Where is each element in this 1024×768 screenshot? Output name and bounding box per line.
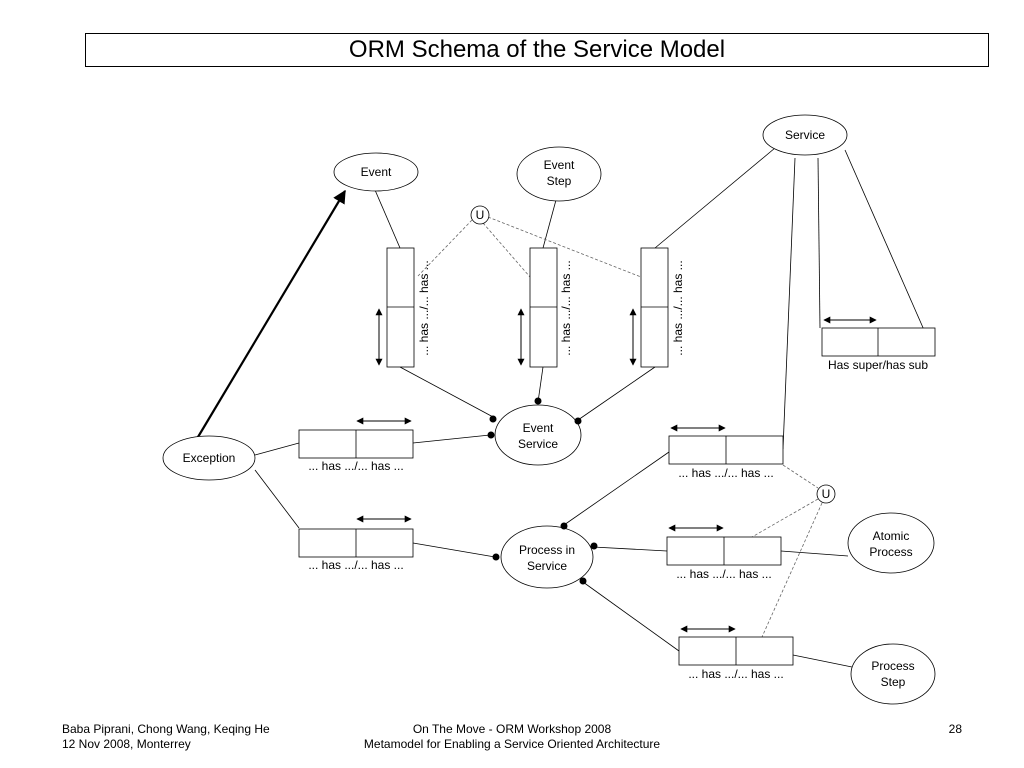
footer-authors: Baba Piprani, Chong Wang, Keqing He [62, 722, 270, 736]
connector-eventstep-fact-service [537, 366, 544, 403]
fact-exception-process-in-service-label: ... has .../... has ... [308, 558, 403, 572]
connector-atomic-fact-entity [780, 550, 849, 557]
fact-service-super-sub[interactable] [821, 327, 936, 357]
fact-service-label: ... has .../... has ... [671, 260, 685, 355]
entity-event[interactable] [333, 152, 419, 192]
label-process-step-1: Process [871, 659, 914, 673]
fact-service-process-label: ... has .../... has ... [678, 466, 773, 480]
mandatory-dot-eventservice-1 [489, 415, 497, 423]
entity-process-step[interactable] [850, 643, 936, 705]
connector-lines [254, 147, 936, 668]
footer-event-block: On The Move - ORM Workshop 2008 Metamode… [312, 722, 712, 752]
constraint-lines [417, 216, 823, 638]
footer-page-number: 28 [948, 722, 962, 736]
u2-link-service [782, 464, 819, 489]
connector-service-fact-eventservice [577, 366, 656, 421]
connector-event-fact [374, 189, 401, 249]
connector-service-supersub-b [844, 149, 936, 356]
entity-exception[interactable] [162, 435, 256, 481]
mandatory-dot-pis-4 [579, 577, 587, 585]
uniqueness-constraint-top[interactable] [470, 205, 490, 225]
mandatory-dot-pis-2 [590, 542, 598, 550]
fact-atomic-process-label: ... has .../... has ... [676, 567, 771, 581]
slide-title: ORM Schema of the Service Model [85, 33, 989, 67]
entity-event-step[interactable] [516, 146, 602, 202]
connector-service-fact [654, 147, 776, 249]
label-event-step-1: Event [544, 158, 575, 172]
connector-fact2-pis [412, 542, 496, 558]
connector-fact1-eventservice [412, 434, 491, 444]
u1-link-eventstep [482, 222, 531, 278]
label-event-service-1: Event [523, 421, 554, 435]
fact-service-super-sub-label: Has super/has sub [828, 358, 928, 372]
entity-event-service[interactable] [494, 404, 582, 466]
connector-process-fact-pis [563, 451, 670, 526]
label-event-service-2: Service [518, 437, 558, 451]
fact-event-step-label: ... has .../... has ... [559, 260, 573, 355]
label-atomic-process-2: Process [869, 545, 912, 559]
footer-event: On The Move - ORM Workshop 2008 [412, 722, 612, 736]
fact-service[interactable] [640, 247, 669, 368]
connector-step-fact-entity [792, 654, 853, 668]
footer-authors-block: Baba Piprani, Chong Wang, Keqing He 12 N… [62, 722, 270, 752]
fact-event[interactable] [386, 247, 415, 368]
label-event: Event [361, 165, 392, 179]
connector-event-fact-service [399, 366, 496, 419]
uniqueness-constraint-top-label: U [476, 208, 485, 222]
label-atomic-process-1: Atomic [873, 529, 910, 543]
entity-atomic-process[interactable] [847, 512, 935, 574]
fact-exception-event-service-label: ... has .../... has ... [308, 459, 403, 473]
connector-exception-fact2 [254, 469, 300, 529]
connector-eventstep-fact [542, 199, 557, 249]
uniqueness-constraint-right[interactable] [816, 484, 836, 504]
entity-process-in-service[interactable] [500, 525, 594, 589]
connector-pis-step-fact [582, 581, 680, 652]
footer-date-place: 12 Nov 2008, Monterrey [62, 737, 191, 751]
footer-paper: Metamodel for Enabling a Service Oriente… [363, 737, 661, 751]
fact-process-step-label: ... has .../... has ... [688, 667, 783, 681]
label-service: Service [785, 128, 825, 142]
mandatory-dot-pis-3 [492, 553, 500, 561]
u1-link-service [487, 216, 642, 278]
slide-title-text: ORM Schema of the Service Model [348, 36, 726, 63]
subtype-arrow [197, 189, 346, 438]
u2-link-step [761, 502, 823, 638]
label-process-step-2: Step [881, 675, 906, 689]
label-process-in-service-2: Service [527, 559, 567, 573]
mandatory-dot-eventservice-2 [534, 397, 542, 405]
connector-pis-atomic-fact [592, 546, 668, 552]
label-process-in-service-1: Process in [519, 543, 575, 557]
mandatory-dot-eventservice-3 [574, 417, 582, 425]
label-event-step-2: Step [547, 174, 572, 188]
fact-event-label: ... has .../... has ... [417, 260, 431, 355]
uniqueness-constraint-right-label: U [822, 487, 831, 501]
u1-link-event [417, 219, 473, 277]
label-exception: Exception [183, 451, 236, 465]
connector-service-supersub-a [817, 157, 821, 329]
entity-service[interactable] [762, 114, 848, 156]
connector-service-process-fact [782, 157, 796, 450]
fact-event-step[interactable] [529, 247, 558, 368]
connector-exception-fact1 [254, 442, 300, 456]
mandatory-dot-pis-1 [560, 522, 568, 530]
u2-link-atomic [751, 498, 819, 538]
mandatory-dot-eventservice-4 [487, 431, 495, 439]
